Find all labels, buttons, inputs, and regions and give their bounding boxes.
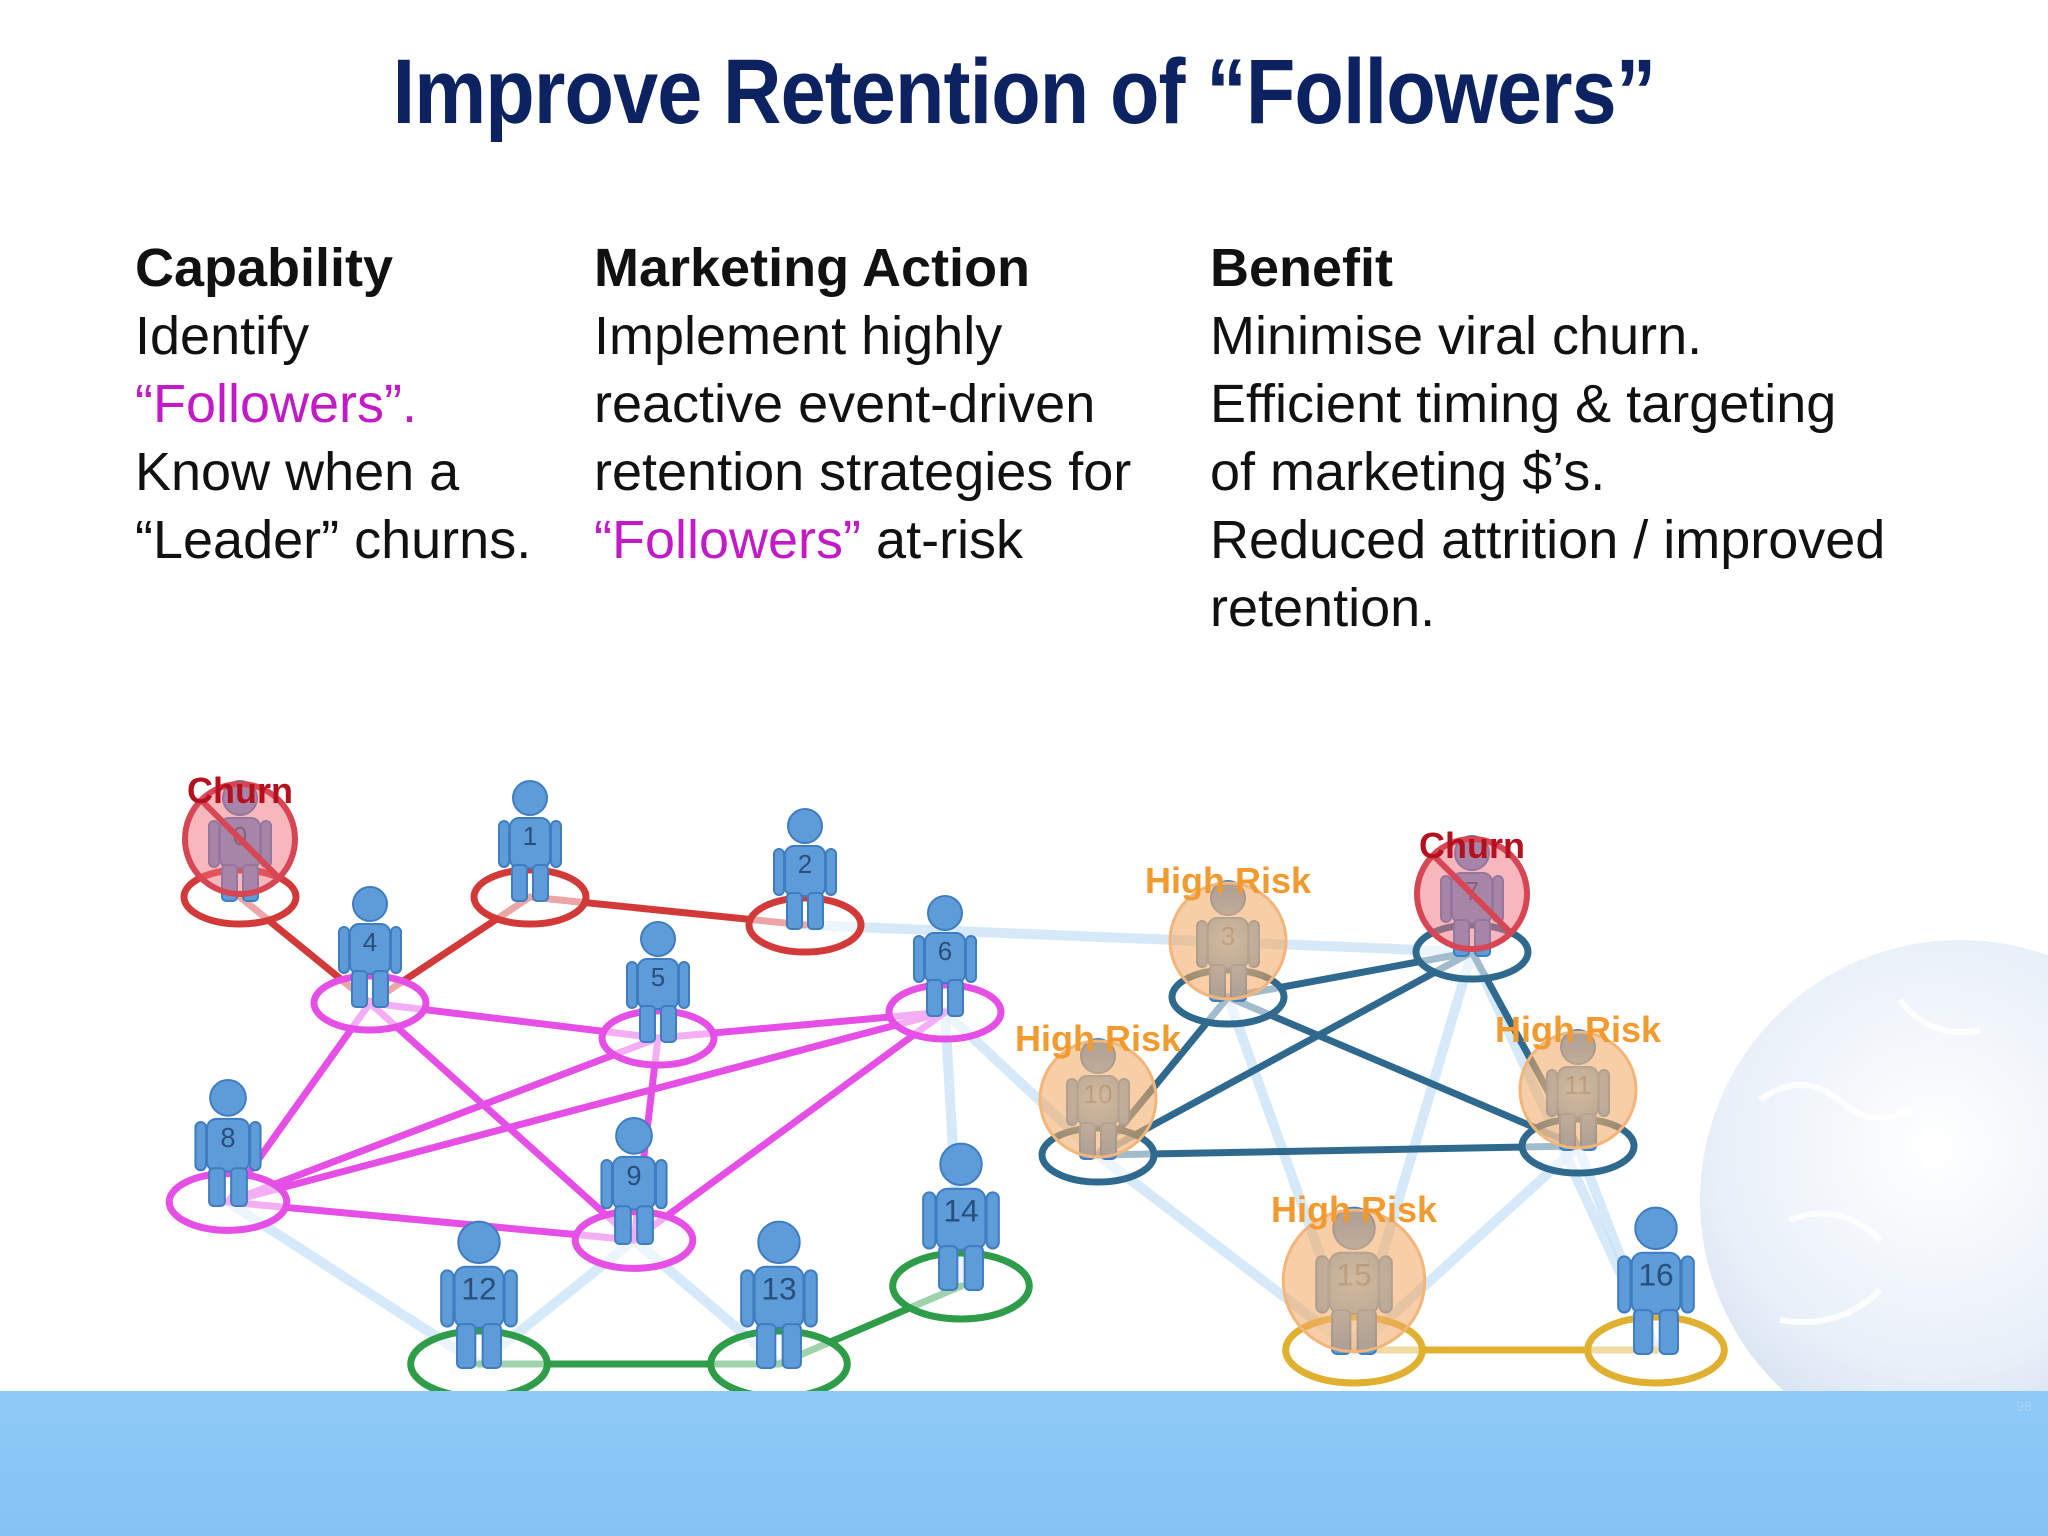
network-edge-6-9 xyxy=(630,1008,949,1244)
high-risk-label: High Risk xyxy=(1145,860,1312,901)
node-number-label: 13 xyxy=(761,1271,796,1307)
benefit-line: Efficient timing & targeting xyxy=(1210,374,1837,434)
network-node-12: 12 xyxy=(407,1220,551,1401)
network-node-0: 0Churn xyxy=(180,770,300,928)
churn-label: Churn xyxy=(1419,825,1525,866)
network-edge-8-9 xyxy=(224,1198,638,1244)
high-risk-halo xyxy=(1168,881,1288,1001)
followers-highlight: “Followers” xyxy=(594,510,862,570)
network-node-4: 4 xyxy=(310,886,430,1034)
network-edge-6-8 xyxy=(224,1008,949,1206)
network-edge-5-8 xyxy=(224,1034,662,1206)
network-node-10: 10High Risk xyxy=(1015,1018,1182,1186)
marketing-action-line: “Followers” at-risk xyxy=(594,506,1131,574)
at-risk-text: at-risk xyxy=(876,510,1024,570)
network-node-6: 6 xyxy=(885,895,1005,1043)
node-number-label: 6 xyxy=(938,936,952,966)
benefit-heading: Benefit xyxy=(1210,238,1394,298)
benefit-column: Benefit Minimise viral churn. Efficient … xyxy=(1210,234,1885,642)
marketing-action-column: Marketing Action Implement highly reacti… xyxy=(594,234,1131,574)
slide-title: Improve Retention of “Followers” xyxy=(392,41,1657,143)
node-number-label: 14 xyxy=(943,1193,978,1229)
capability-line: Identify xyxy=(135,306,310,366)
high-risk-label: High Risk xyxy=(1271,1189,1438,1230)
node-number-label: 5 xyxy=(651,962,665,992)
high-risk-halo xyxy=(1281,1208,1427,1354)
network-node-11: 11High Risk xyxy=(1495,1009,1662,1177)
marketing-action-heading: Marketing Action xyxy=(594,238,1031,298)
network-edge-10-11 xyxy=(1094,1142,1582,1159)
node-number-label: 1 xyxy=(523,821,537,851)
network-node-14: 14 xyxy=(889,1142,1033,1323)
capability-line: “Leader” churns. xyxy=(135,510,532,570)
network-node-3: 3High Risk xyxy=(1145,860,1312,1028)
high-risk-label: High Risk xyxy=(1495,1009,1662,1050)
network-node-9: 9 xyxy=(571,1117,697,1272)
network-node-1: 1 xyxy=(470,780,590,928)
network-node-2: 2 xyxy=(745,808,865,956)
marketing-action-line: reactive event-driven xyxy=(594,374,1096,434)
network-node-15: 15High Risk xyxy=(1271,1189,1438,1387)
high-risk-label: High Risk xyxy=(1015,1018,1182,1059)
network-edge-3-11 xyxy=(1224,993,1582,1150)
capability-column: Capability Identify “Followers”. Know wh… xyxy=(135,234,531,574)
bottom-band xyxy=(0,1391,2048,1536)
benefit-line: of marketing $’s. xyxy=(1210,442,1606,502)
network-edge-4-9 xyxy=(366,999,638,1244)
node-number-label: 9 xyxy=(626,1160,641,1191)
capability-line: Know when a xyxy=(135,442,460,502)
marketing-action-line: Implement highly xyxy=(594,306,1003,366)
node-number-label: 16 xyxy=(1638,1257,1673,1293)
network-node-8: 8 xyxy=(165,1079,291,1234)
node-number-label: 2 xyxy=(798,849,812,879)
node-number-label: 12 xyxy=(461,1271,496,1307)
page-number: 98 xyxy=(2016,1398,2032,1414)
benefit-line: retention. xyxy=(1210,578,1436,638)
churn-label: Churn xyxy=(187,770,293,811)
benefit-line: Reduced attrition / improved xyxy=(1210,510,1886,570)
node-number-label: 8 xyxy=(220,1122,235,1153)
network-edge-7-10 xyxy=(1094,948,1476,1159)
network-node-7: 7Churn xyxy=(1412,825,1532,983)
network-edge-2-7 xyxy=(800,920,1477,957)
marketing-action-line: retention strategies for xyxy=(594,442,1132,502)
capability-line: “Followers”. xyxy=(135,374,418,434)
network-nodes: 0Churn123High Risk4567Churn8910High Risk… xyxy=(165,770,1728,1401)
globe-decoration xyxy=(1700,940,2048,1460)
network-node-13: 13 xyxy=(707,1220,851,1401)
node-number-label: 4 xyxy=(363,927,377,957)
benefit-line: Minimise viral churn. xyxy=(1210,306,1703,366)
high-risk-halo xyxy=(1518,1030,1638,1150)
high-risk-halo xyxy=(1038,1039,1158,1159)
network-node-5: 5 xyxy=(598,921,718,1069)
network-node-16: 16 xyxy=(1584,1206,1728,1387)
capability-heading: Capability xyxy=(135,238,394,298)
